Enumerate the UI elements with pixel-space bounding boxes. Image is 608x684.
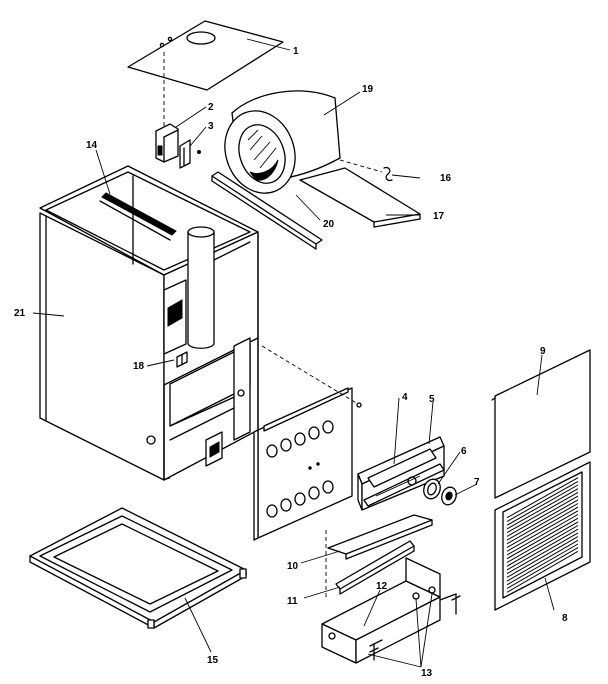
callout-12: 12: [376, 581, 388, 592]
grille-louver: [506, 506, 579, 548]
grille-louvers: [506, 477, 579, 593]
callout-17: 17: [433, 211, 445, 222]
part-main-cabinet: [39, 165, 259, 481]
callout-13: 13: [421, 668, 433, 679]
grille-louver: [506, 517, 579, 560]
grille-louver: [506, 510, 579, 552]
callout-6: 6: [461, 446, 467, 457]
grille-louver: [506, 539, 579, 582]
grille-louver: [506, 495, 579, 537]
part-blower-rail: [211, 171, 323, 250]
grille-louver: [506, 488, 579, 530]
callout-1: 1: [293, 46, 299, 57]
part-blower-housing: [224, 90, 383, 194]
callout-20: 20: [323, 219, 335, 230]
callout-labels: 1 2 3 4 5 6 7 8 9 10 11 12 13 14 15 16 1…: [14, 46, 568, 679]
callout-19: 19: [362, 84, 374, 95]
callout-15: 15: [207, 655, 219, 666]
grille-louver: [506, 547, 579, 589]
grille-louver: [506, 550, 579, 593]
part-spring-clip: [383, 166, 393, 182]
callout-7: 7: [474, 477, 480, 488]
grille-louver: [506, 528, 579, 571]
grille-louver: [506, 503, 579, 545]
part-blower-track: [299, 167, 421, 228]
callout-2: 2: [208, 102, 214, 113]
callout-10: 10: [287, 561, 299, 572]
part-burner-bracket: [321, 557, 461, 664]
grille-louver: [506, 491, 579, 534]
part-nut: [441, 486, 457, 506]
part-access-panel: [253, 345, 362, 541]
grille-louver: [506, 521, 579, 563]
callout-18: 18: [133, 361, 145, 372]
part-burner-assembly: [357, 436, 445, 511]
grille-louver: [506, 480, 579, 522]
callout-21: 21: [14, 308, 26, 319]
grille-louver: [506, 514, 579, 556]
part-top-plate: [127, 20, 284, 130]
grille-louver: [506, 499, 579, 541]
part-filter-panel: [491, 349, 591, 499]
callout-8: 8: [562, 613, 568, 624]
callout-5: 5: [429, 394, 435, 405]
callout-14: 14: [86, 140, 98, 151]
grille-louver: [506, 477, 579, 519]
grille-louver: [506, 536, 579, 578]
grille-louver: [506, 532, 579, 575]
part-bracket: [155, 123, 179, 163]
callout-3: 3: [208, 121, 214, 132]
part-small-bracket: [176, 351, 188, 368]
part-gasket-ring: [423, 478, 441, 500]
callout-9: 9: [540, 346, 546, 357]
grille-louver: [506, 543, 579, 586]
leader-lines: [32, 38, 555, 668]
part-base-pan: [29, 507, 247, 629]
callout-4: 4: [402, 392, 408, 403]
callout-16: 16: [440, 173, 452, 184]
grille-louver: [506, 525, 579, 567]
part-clip: [179, 139, 201, 169]
part-shield-plate: [325, 514, 433, 600]
callout-11: 11: [287, 596, 298, 607]
grille-louver: [506, 484, 579, 526]
